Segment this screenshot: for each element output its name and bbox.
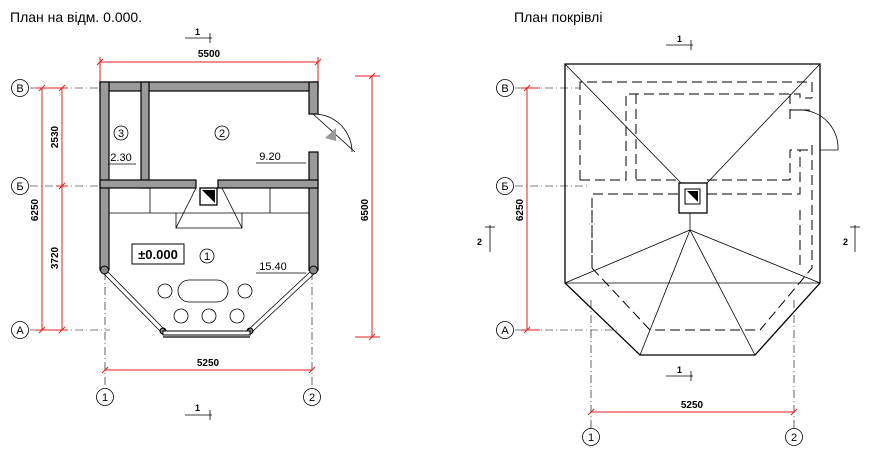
room-2-area: 9.20 (259, 151, 280, 163)
table-chairs (157, 279, 253, 324)
section-mark-bottom: 1 (185, 403, 212, 420)
dimension-bottom-label: 5250 (197, 358, 220, 369)
left-plan-title: План на відм. 0.000. (10, 9, 142, 25)
roof-axis-bubble-a: А (496, 321, 514, 339)
dimension-top: 5500 (96, 49, 322, 82)
dimension-bottom: 5250 (101, 358, 316, 374)
right-plan: План покрівлі 1 6250 (477, 9, 860, 446)
section-mark-2-left-label: 2 (477, 237, 482, 247)
chimney (109, 187, 309, 229)
room-2-number: 2 (219, 128, 225, 140)
axis-bubble-b: Б (11, 177, 29, 195)
section-mark-bottom-label: 1 (195, 403, 200, 413)
dimension-right: 6500 (355, 72, 380, 341)
dimension-left-total: 6250 (30, 198, 41, 221)
svg-text:1: 1 (588, 432, 594, 444)
hidden-walls (579, 81, 813, 331)
axis-bubble-a: А (11, 321, 29, 339)
dimension-top-label: 5500 (198, 49, 221, 60)
roof-door-swing (799, 109, 839, 151)
room-3: 3 2.30 (108, 125, 136, 165)
svg-text:В: В (16, 83, 23, 95)
roof-dimension-left-label: 6250 (515, 198, 526, 221)
roof-axis-bubble-v: В (496, 79, 514, 97)
section-mark-2-left: 2 (477, 225, 495, 252)
roof-section-mark-bottom: 1 (666, 365, 693, 381)
roof-axis-lines (515, 87, 795, 430)
svg-text:Б: Б (501, 181, 508, 193)
dimension-left-upper: 2530 (50, 125, 61, 148)
room-1: 1 15.40 (199, 248, 306, 274)
roof-section-mark-top: 1 (666, 34, 693, 50)
room-1-number: 1 (204, 251, 210, 263)
right-plan-title: План покрівлі (514, 9, 602, 25)
walls (99, 81, 319, 271)
roof-axis-bubble-1: 1 (582, 428, 600, 446)
roof-section-mark-bottom-label: 1 (677, 365, 682, 375)
section-mark-2-right: 2 (843, 225, 860, 252)
section-mark-2-right-label: 2 (843, 237, 848, 247)
room-2: 2 9.20 (214, 125, 306, 164)
dimension-left: 6250 2530 3720 (30, 84, 68, 334)
roof-axis-bubble-b: Б (496, 177, 514, 195)
room-1-area: 15.40 (259, 261, 287, 273)
section-mark-top-label: 1 (195, 27, 200, 37)
room-3-area: 2.30 (110, 152, 131, 164)
dimension-left-lower: 3720 (50, 246, 61, 269)
level-mark-label: ±0.000 (138, 247, 178, 262)
room-3-number: 3 (118, 128, 124, 140)
axis-lines (30, 87, 313, 388)
dimension-right-label: 6500 (360, 198, 371, 221)
section-mark-top: 1 (185, 27, 212, 43)
axis-bubble-2: 2 (303, 388, 321, 406)
svg-text:А: А (501, 325, 509, 337)
roof-outline (564, 63, 821, 356)
terrace (100, 265, 318, 338)
roof-section-mark-top-label: 1 (677, 34, 682, 44)
level-mark: ±0.000 (131, 243, 185, 265)
svg-text:Б: Б (16, 181, 23, 193)
roof-dimension-bottom-label: 5250 (681, 400, 704, 411)
left-plan: План на відм. 0.000. 1 5500 (10, 9, 380, 420)
svg-text:А: А (16, 325, 24, 337)
svg-text:В: В (501, 83, 508, 95)
svg-text:2: 2 (309, 392, 315, 404)
roof-dimension-left: 6250 (515, 84, 540, 334)
roof-axis-bubble-2: 2 (785, 428, 803, 446)
svg-text:1: 1 (102, 392, 108, 404)
axis-bubble-1: 1 (96, 388, 114, 406)
svg-text:2: 2 (791, 432, 797, 444)
door (312, 113, 356, 153)
roof-dimension-bottom: 5250 (587, 400, 798, 416)
roof-chimney (678, 182, 708, 214)
axis-bubble-v: В (11, 79, 29, 97)
